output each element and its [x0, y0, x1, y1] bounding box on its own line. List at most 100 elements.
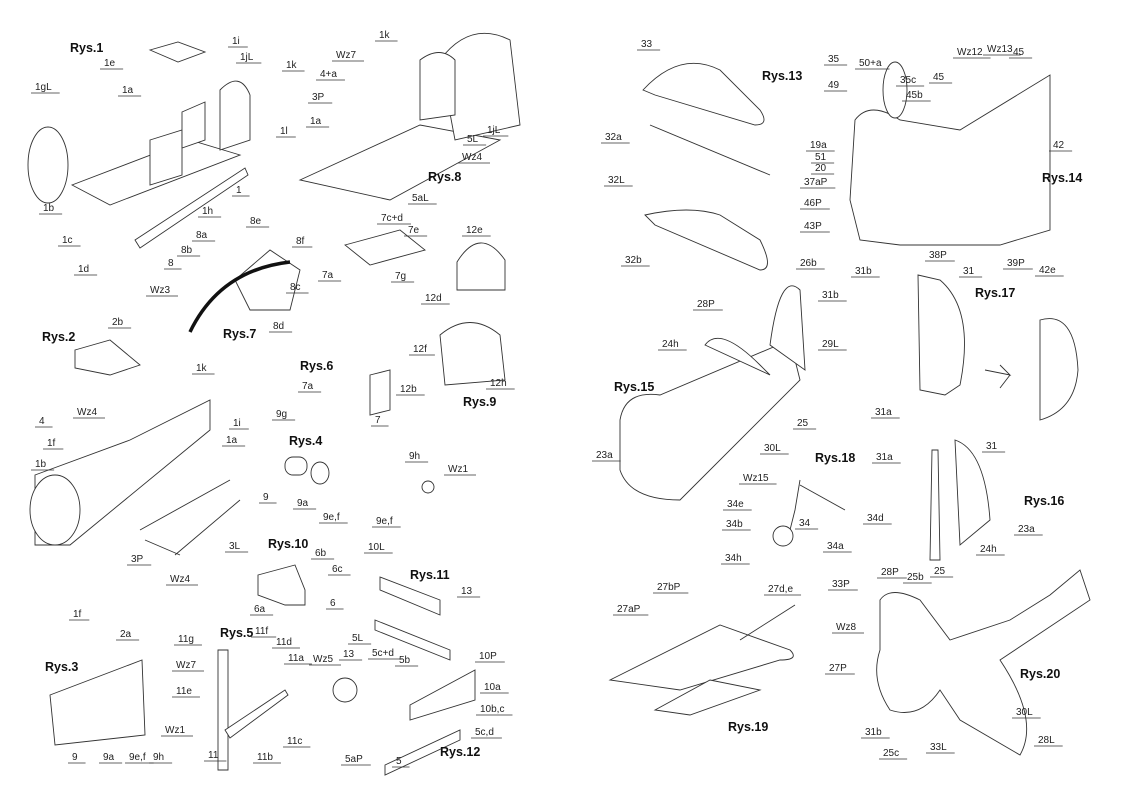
part-label: 34d — [867, 513, 884, 524]
part-label: 1b — [35, 459, 47, 470]
part-label: 6 — [330, 598, 336, 609]
part-label: 1f — [47, 438, 56, 449]
part-label: Wz12 — [957, 47, 983, 58]
part-label: 8 — [168, 258, 174, 269]
part-label: 8e — [250, 216, 262, 227]
figure-title: Rys.16 — [1024, 494, 1064, 508]
torque-tube-11a — [224, 689, 289, 739]
part-label: 27aP — [617, 604, 641, 615]
figure-title: Rys.11 — [410, 568, 450, 582]
part-label: 6c — [332, 564, 343, 575]
box-2b — [74, 339, 141, 376]
part-label: 6b — [315, 548, 327, 559]
part-label: 1 — [236, 185, 242, 196]
part-label: 1k — [379, 30, 391, 41]
arrow-icon — [984, 364, 1012, 389]
part-label: 11c — [287, 736, 302, 747]
part-label: 37aP — [804, 177, 828, 188]
part-label: 12d — [425, 293, 442, 304]
fuselage-wing-assembly — [849, 74, 1051, 246]
panel-10L — [379, 576, 441, 616]
figure-title: Rys.13 — [762, 69, 802, 83]
part-label: 32L — [608, 175, 625, 186]
part-label: Wz1 — [448, 464, 468, 475]
part-label: 5b — [399, 655, 411, 666]
figure-title: Rys.19 — [728, 720, 768, 734]
part-label: 9h — [409, 451, 420, 462]
part-label: 50+a — [859, 58, 882, 69]
cable-wz3 — [188, 260, 291, 333]
part-label: 7g — [395, 271, 406, 282]
part-label: 9g — [276, 409, 287, 420]
part-label: 23a — [1018, 524, 1035, 535]
rudder-outline — [1039, 318, 1079, 421]
part-label: 1a — [226, 435, 238, 446]
part-label: 5 — [396, 756, 402, 767]
rear-fuselage-23a — [619, 339, 801, 501]
part-label: 11b — [257, 752, 273, 763]
figure-title: Rys.20 — [1020, 667, 1060, 681]
box-6 — [257, 564, 306, 606]
truss-3L — [139, 479, 241, 556]
part-label: 1a — [310, 116, 322, 127]
frame-1k — [219, 80, 251, 151]
part-label: Wz13 — [987, 44, 1013, 55]
seat-assembly-8 — [234, 249, 301, 311]
part-label: Wz1 — [165, 725, 185, 736]
cockpit-frame-1k — [439, 32, 521, 141]
part-label: 11e — [176, 686, 192, 697]
part-label: 34h — [725, 553, 742, 564]
figure-title: Rys.17 — [975, 286, 1015, 300]
part-label: 24h — [980, 544, 997, 555]
part-label: 4 — [39, 416, 45, 427]
part-label: Wz3 — [150, 285, 170, 296]
part-label: Wz7 — [336, 50, 356, 61]
part-label: 9a — [297, 498, 309, 509]
tail-wheel-34h — [772, 525, 794, 547]
part-label: 3P — [131, 554, 144, 565]
part-label: 9 — [263, 492, 269, 503]
part-label: 43P — [804, 221, 822, 232]
part-label: 8c — [290, 282, 301, 293]
upper-wing-33 — [642, 62, 765, 126]
part-label: 32a — [605, 132, 622, 143]
part-label: 11d — [276, 637, 292, 648]
panel-2a — [49, 659, 146, 746]
figure-title: Rys.10 — [268, 537, 308, 551]
part-label: 12b — [400, 384, 417, 395]
panel-1jL — [181, 101, 206, 149]
part-label: 9e,f — [376, 516, 393, 527]
part-label: 7 — [375, 415, 381, 426]
part-label: 27d,e — [768, 584, 793, 595]
elevator-panel — [653, 679, 762, 716]
part-label: 10b,c — [480, 704, 504, 715]
panel-10P — [409, 669, 476, 721]
part-label: Wz4 — [170, 574, 190, 585]
side-rail-1 — [134, 167, 249, 249]
part-label: 2a — [120, 629, 132, 640]
seat — [419, 52, 456, 121]
part-label: 27P — [829, 663, 847, 674]
part-label: 30L — [1016, 707, 1033, 718]
part-label: 5L — [352, 633, 364, 644]
part-label: 1a — [122, 85, 134, 96]
part-label: 1f — [73, 609, 82, 620]
part-label: 1jL — [240, 52, 254, 63]
part-label: 31 — [963, 266, 975, 277]
part-label: 1k — [196, 363, 208, 374]
figure-title: Rys.7 — [223, 327, 256, 341]
part-9 — [284, 456, 308, 476]
figure-title: Rys.12 — [440, 745, 480, 759]
part-label: Wz8 — [836, 622, 856, 633]
part-label: 13 — [343, 649, 355, 660]
part-label: 9 — [72, 752, 78, 763]
part-label: 10a — [484, 682, 501, 693]
part-label: 35c — [900, 75, 916, 86]
tail-assembly — [876, 569, 1091, 756]
rudder-31a — [929, 449, 941, 561]
rod-wz8 — [739, 604, 796, 641]
part-label: Wz4 — [462, 152, 482, 163]
part-label: 8a — [196, 230, 208, 241]
part-label: 13 — [461, 586, 473, 597]
part-label: 7a — [322, 270, 334, 281]
